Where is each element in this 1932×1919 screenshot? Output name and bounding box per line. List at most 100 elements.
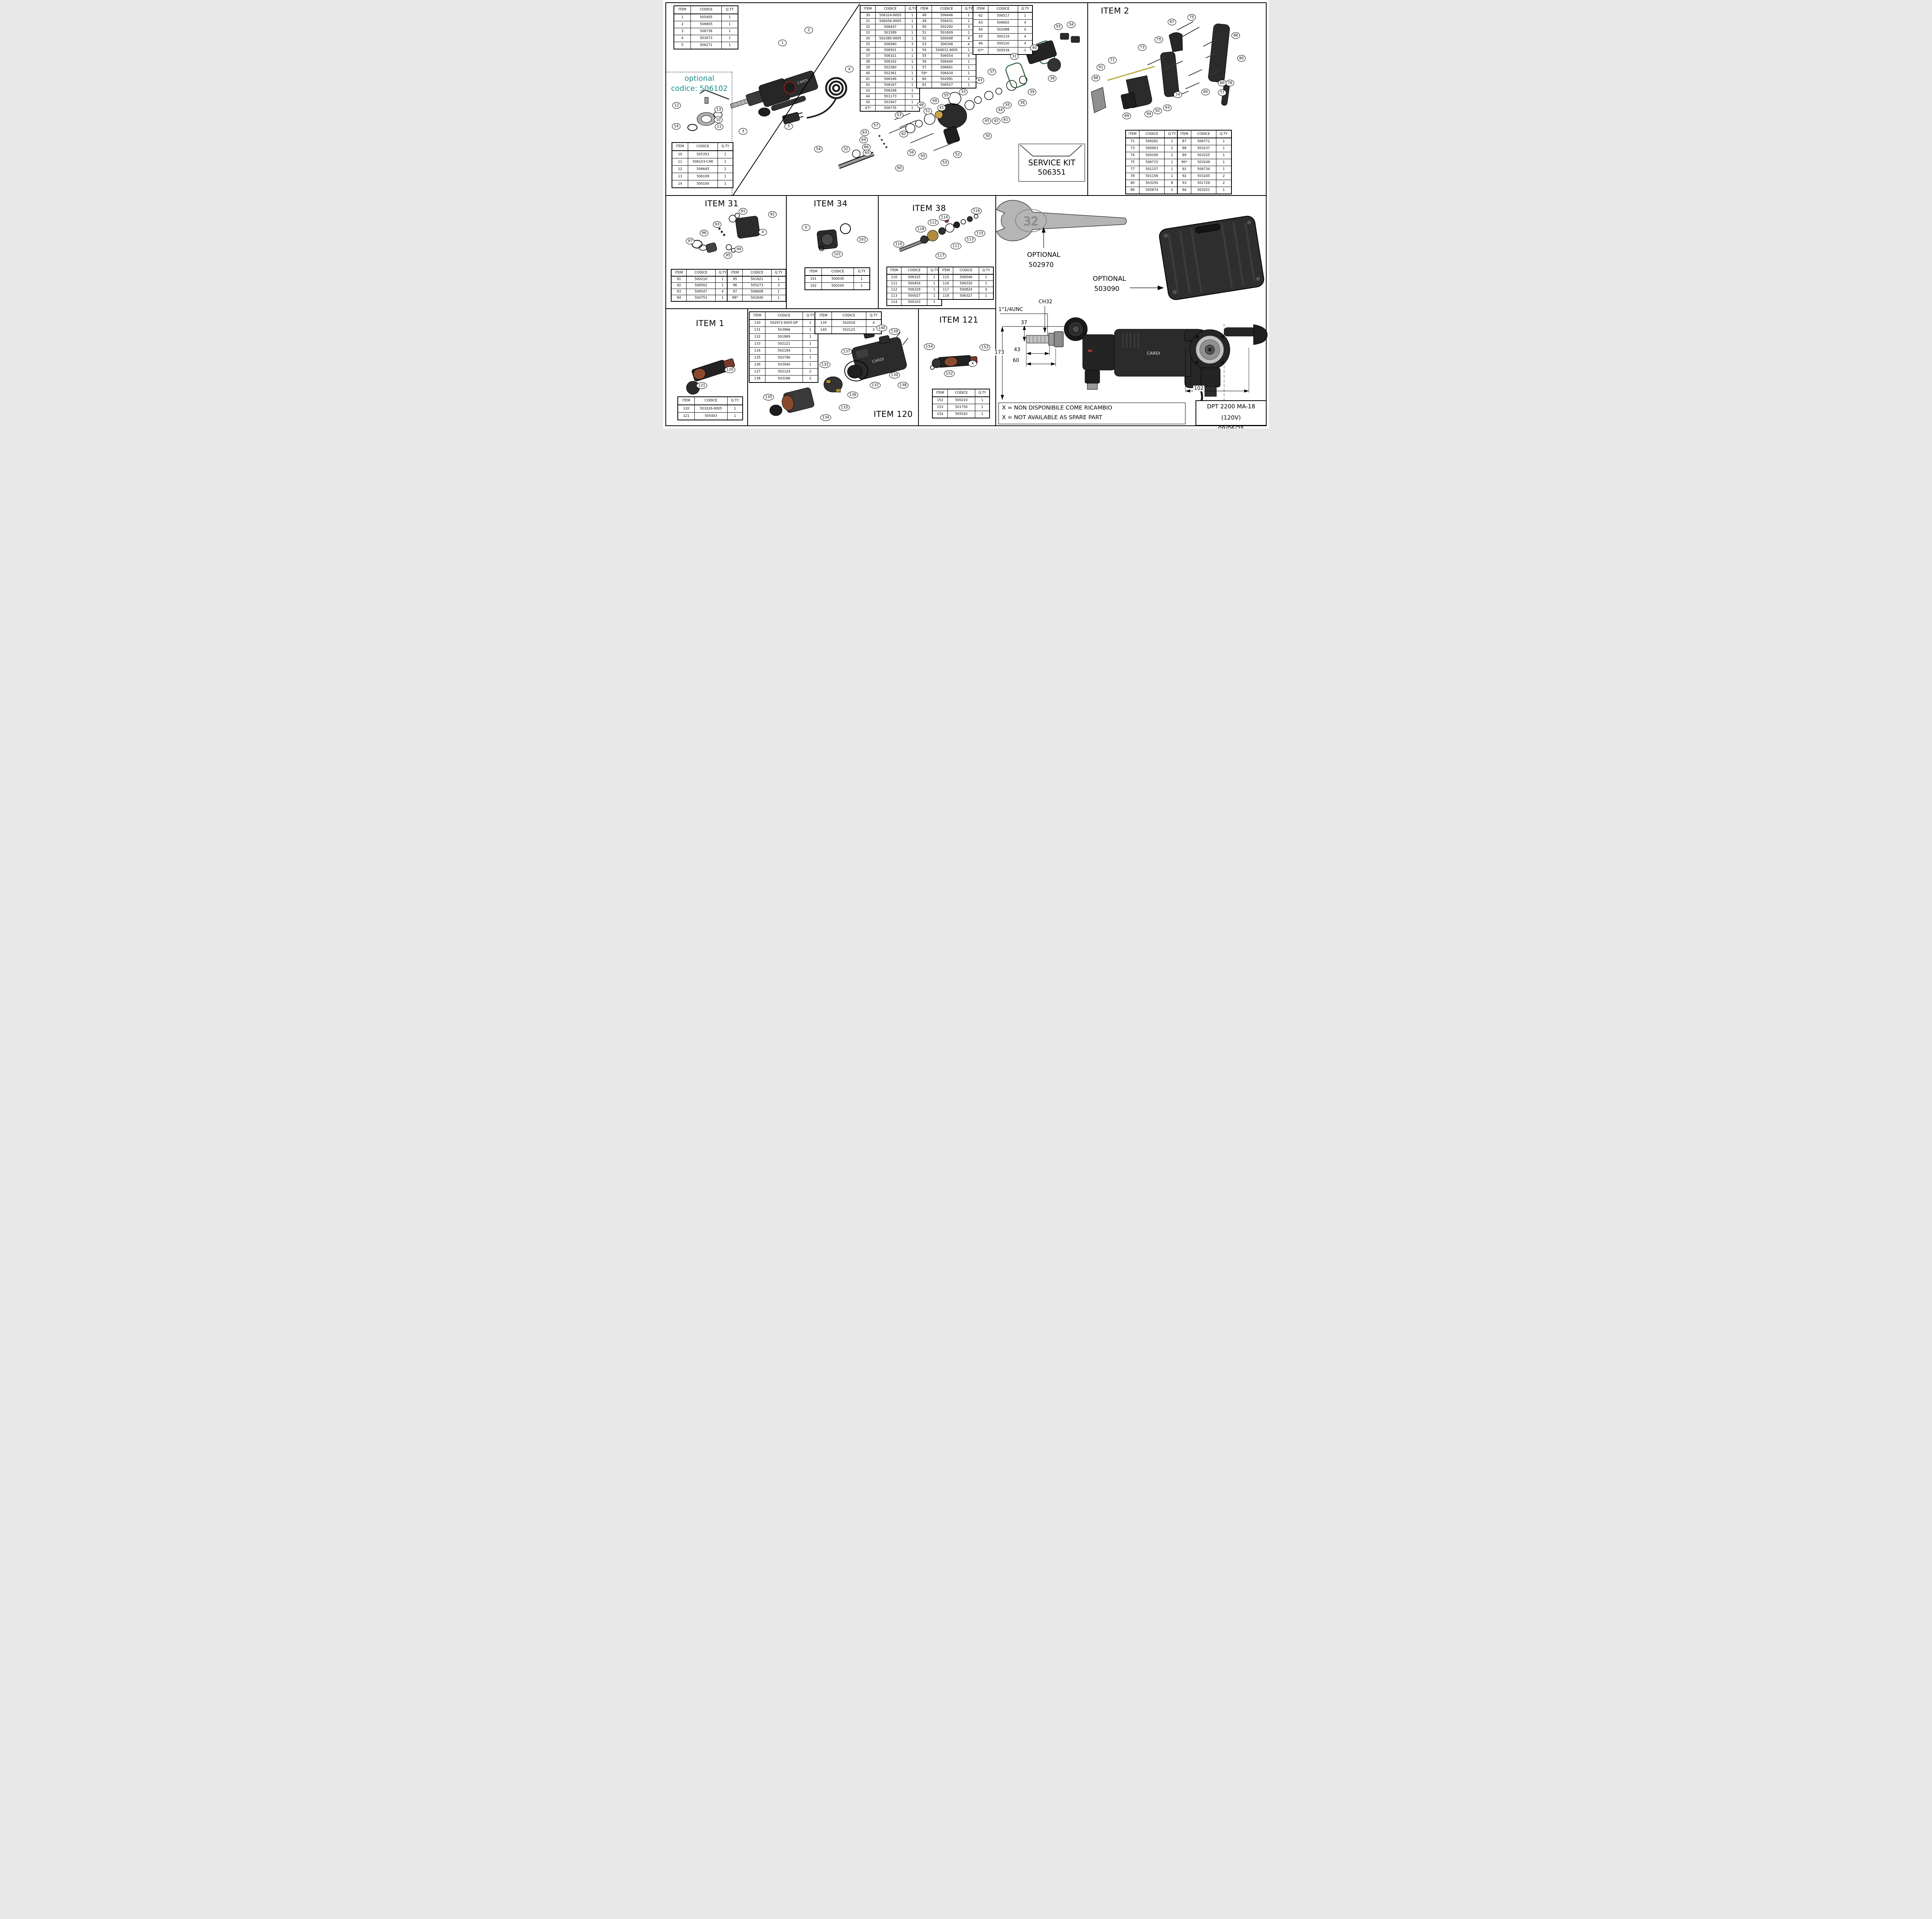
model-name: DPT 2200 MA-18 (120V): [1207, 403, 1255, 421]
column-header: Q.TY: [718, 142, 733, 151]
column-header: CODICE: [832, 311, 866, 320]
dim-173-label: 173: [994, 350, 1005, 355]
optional-codice-title: optional: [684, 74, 714, 83]
column-header: Q.TY: [979, 267, 994, 275]
section-title-item34: ITEM 34: [814, 199, 848, 208]
sheet-border-bottom: [665, 425, 1267, 426]
column-header: ITEM: [973, 5, 988, 13]
revision-date: 09/06/25: [1218, 425, 1244, 428]
section-title-item2: ITEM 2: [1101, 6, 1129, 15]
dim-43-label: 43: [1013, 347, 1021, 353]
optional-wrench-label: OPTIONAL: [1027, 251, 1061, 259]
exploded-item120: CARDI: [769, 330, 908, 416]
column-header: ITEM: [749, 311, 765, 320]
optional-case-label: OPTIONAL: [1093, 275, 1126, 283]
divider-v-1-120: [747, 308, 748, 426]
exploded-item34: [816, 223, 851, 251]
column-header: CODICE: [765, 311, 803, 320]
divider-h-mid: [666, 195, 1266, 196]
column-header: CODICE: [1139, 130, 1165, 138]
column-header: ITEM: [727, 269, 743, 277]
column-header: ITEM: [916, 5, 932, 13]
column-header: CODICE: [947, 389, 975, 397]
column-header: CODICE: [932, 5, 962, 13]
column-header: CODICE: [688, 142, 718, 151]
service-kit-code: 506351: [1037, 168, 1066, 177]
note-line-it: X = NON DISPONIBILE COME RICAMBIO: [1002, 405, 1112, 411]
wrench-32: 32: [996, 200, 1127, 248]
column-header: CODICE: [694, 396, 728, 405]
wrench-size-marking: 32: [1024, 215, 1038, 228]
exploded-item1: [686, 358, 735, 395]
column-header: ITEM: [804, 267, 822, 276]
sheet-border-top: [665, 2, 1267, 3]
sheet-border-right: [1266, 2, 1267, 426]
exploded-optional-collar: [687, 89, 730, 131]
exploded-item2: [1091, 21, 1230, 113]
power-plug: [782, 112, 804, 124]
section-title-item120: ITEM 120: [874, 410, 913, 419]
column-header: CODICE: [988, 5, 1018, 13]
column-header: Q.TY: [927, 267, 942, 275]
divider-h-bottomrow: [666, 308, 996, 309]
column-header: CODICE: [901, 267, 927, 275]
column-header: ITEM: [1177, 130, 1191, 138]
column-header: CODICE: [1191, 130, 1216, 138]
sheet-border-left: [665, 2, 666, 426]
note-line-en: X = NOT AVAILABLE AS SPARE PART: [1002, 415, 1102, 421]
dim-37-label: 37: [1020, 320, 1028, 326]
